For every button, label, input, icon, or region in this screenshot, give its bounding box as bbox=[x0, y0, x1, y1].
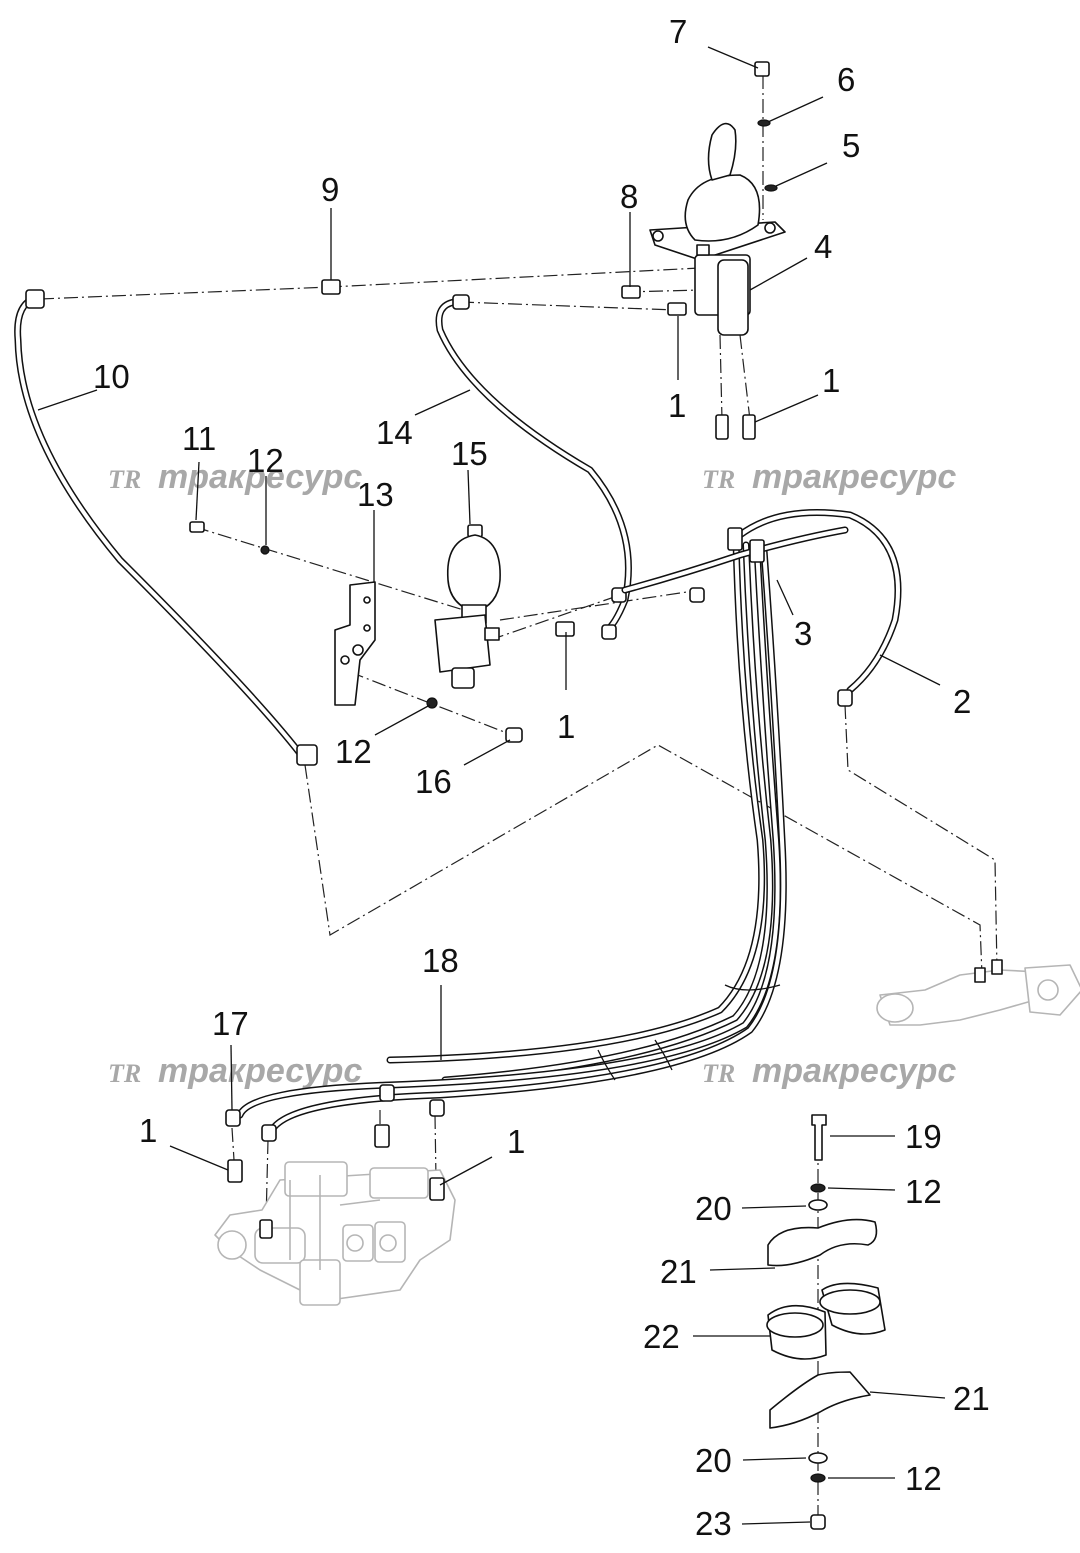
leader-lines bbox=[37, 46, 946, 1525]
fitting-1-top bbox=[667, 302, 687, 316]
watermark-text: тракресурс bbox=[158, 1052, 362, 1090]
accumulator-15 bbox=[446, 524, 501, 624]
callout-8: 8 bbox=[620, 178, 638, 215]
callout-17: 17 bbox=[212, 1005, 249, 1042]
callout-4: 4 bbox=[814, 228, 832, 265]
watermark-top-left: TR тракресурс bbox=[108, 458, 362, 496]
callout-12: 12 bbox=[335, 733, 372, 770]
callout-21: 21 bbox=[660, 1253, 697, 1290]
watermark-text: тракресурс bbox=[752, 1052, 956, 1090]
callout-18: 18 bbox=[422, 942, 459, 979]
washer-20b bbox=[808, 1452, 828, 1464]
solenoid-valve bbox=[434, 614, 500, 689]
callout-11: 11 bbox=[182, 420, 216, 457]
washer-12a bbox=[260, 545, 270, 555]
callout-22: 22 bbox=[643, 1318, 680, 1355]
callout-7: 7 bbox=[669, 13, 687, 50]
watermark-text: тракресурс bbox=[752, 458, 956, 496]
hose-3 bbox=[621, 526, 849, 603]
callout-9: 9 bbox=[321, 171, 339, 208]
clamp-21b bbox=[769, 1371, 871, 1429]
washer-20a bbox=[808, 1199, 828, 1211]
clamp-21a bbox=[767, 1218, 878, 1267]
hose-10-fitting-bottom bbox=[296, 744, 318, 766]
watermark-text: тракресурс bbox=[158, 458, 362, 496]
callout-20: 20 bbox=[695, 1190, 732, 1227]
watermark-bottom-right: TR тракресурс bbox=[702, 1052, 956, 1090]
joystick-assembly bbox=[649, 122, 786, 336]
callout-6: 6 bbox=[837, 61, 855, 98]
bolt-16 bbox=[505, 727, 523, 743]
callout-2: 2 bbox=[953, 683, 971, 720]
callout-12: 12 bbox=[247, 442, 284, 479]
callout-23: 23 bbox=[695, 1505, 732, 1542]
bolt-19 bbox=[811, 1114, 827, 1161]
clamp-assembly bbox=[766, 1114, 886, 1530]
fitting-9 bbox=[321, 279, 341, 295]
callout-13: 13 bbox=[357, 476, 394, 513]
watermark-top-right: TR тракресурс bbox=[702, 458, 956, 496]
hose-bundle-18 bbox=[225, 536, 787, 1142]
callout-12: 12 bbox=[905, 1460, 942, 1497]
hose-14 bbox=[435, 294, 632, 640]
washer-12c bbox=[810, 1183, 826, 1193]
bolt-7 bbox=[754, 61, 770, 77]
hose-2 bbox=[736, 509, 902, 707]
bolt-11 bbox=[189, 521, 205, 533]
callout-labels: 7 6 5 9 8 4 10 1 1 14 11 12 15 13 3 2 1 … bbox=[93, 13, 990, 1542]
callout-1: 1 bbox=[557, 708, 575, 745]
watermark-logo: TR bbox=[108, 465, 141, 494]
callout-1: 1 bbox=[668, 387, 686, 424]
nut-23 bbox=[810, 1514, 826, 1530]
watermark-logo: TR bbox=[108, 1059, 141, 1088]
bracket-13 bbox=[334, 581, 376, 706]
callout-20: 20 bbox=[695, 1442, 732, 1479]
callout-15: 15 bbox=[451, 435, 488, 472]
callout-14: 14 bbox=[376, 414, 413, 451]
callout-3: 3 bbox=[794, 615, 812, 652]
callout-10: 10 bbox=[93, 358, 130, 395]
callout-21: 21 bbox=[953, 1380, 990, 1417]
watermark-bottom-left: TR тракресурс bbox=[108, 1052, 362, 1090]
callout-1: 1 bbox=[139, 1112, 157, 1149]
watermark-logo: TR bbox=[702, 465, 735, 494]
washer-6 bbox=[757, 119, 771, 127]
control-valve-block bbox=[214, 1161, 456, 1306]
pump-flange-tube bbox=[876, 959, 1080, 1026]
watermark-logo: TR bbox=[702, 1059, 735, 1088]
hose-10 bbox=[14, 289, 318, 766]
callout-1: 1 bbox=[507, 1123, 525, 1160]
callout-12: 12 bbox=[905, 1173, 942, 1210]
washer-5 bbox=[764, 184, 778, 192]
small-fittings bbox=[189, 61, 778, 1239]
hose-10-fitting-top bbox=[25, 289, 45, 309]
callout-1: 1 bbox=[822, 362, 840, 399]
callout-16: 16 bbox=[415, 763, 452, 800]
washer-12d bbox=[810, 1473, 826, 1483]
callout-5: 5 bbox=[842, 127, 860, 164]
callout-19: 19 bbox=[905, 1118, 942, 1155]
fitting-8 bbox=[621, 285, 641, 299]
